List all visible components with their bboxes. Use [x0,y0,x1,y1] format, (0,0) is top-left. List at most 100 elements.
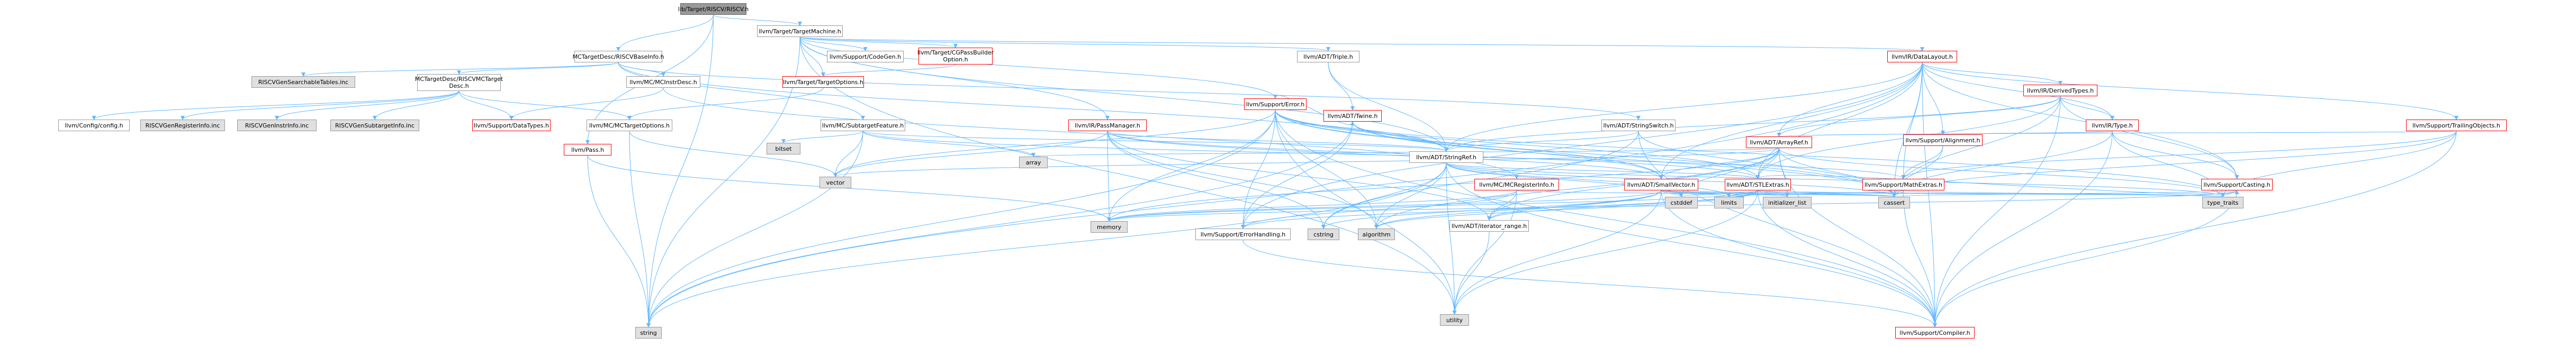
node-array: array [1019,157,1048,168]
edge-root-to-tm [713,14,802,26]
edge-datalayout-to-arrayref [1777,62,1923,137]
node-subtgtinfo[interactable]: RISCVGenSubtargetInfo.inc [330,120,419,131]
node-subtgtfeature[interactable]: llvm/MC/SubtargetFeature.h [821,120,905,131]
edge-tm-to-supporterror [799,36,1277,99]
node-errorhandling[interactable]: llvm/Support/ErrorHandling.h [1195,229,1291,240]
edge-smallvector-to-cstring [1321,190,1662,229]
edge-supporterror-to-compiler [1275,109,1937,327]
edge-mcbase-to-stringswitch [618,62,1641,120]
edge-twine-to-stringref [1352,121,1448,152]
edge-smallvector-to-memory [1107,190,1662,222]
edge-datalayout-to-smallvector [1659,62,1923,179]
node-alignment[interactable]: llvm/Support/Alignment.h [1903,134,1983,146]
node-compiler[interactable]: llvm/Support/Compiler.h [1895,327,1975,339]
node-triple[interactable]: llvm/ADT/Triple.h [1297,51,1359,62]
node-mathextras[interactable]: llvm/Support/MathExtras.h [1862,179,1944,190]
node-mctd[interactable]: MCTargetDesc/RISCVMCTarget Desc.h [415,74,503,91]
edge-mcreginfo-to-errorhandling [1241,190,1517,229]
edge-supporterror-to-twine [1275,95,1355,126]
edge-mathextras-to-limits [1727,190,1904,197]
edge-mctd-to-subtgtinfo [373,90,460,120]
edge-mcreginfo-to-iterrange [1487,190,1517,221]
node-twine[interactable]: llvm/ADT/Twine.h [1323,110,1382,122]
edge-tm-to-triple [799,36,1330,51]
node-root[interactable]: lib/Target/RISCV/RISCV.h [678,3,749,15]
edge-stringref-to-typetraits [1446,162,2225,197]
node-pass[interactable]: llvm/Pass.h [564,144,611,156]
node-stringref[interactable]: llvm/ADT/StringRef.h [1409,151,1483,163]
node-reginfo[interactable]: RISCVGenRegisterInfo.inc [140,120,225,131]
edge-supporterror-to-vector [833,109,1276,177]
node-limits: limits [1714,197,1744,208]
edge-passmanager-to-memory [1106,131,1111,222]
edge-mctd-to-reginfo [181,90,460,120]
edge-casting-to-compiler [1933,190,2237,327]
node-stlextras[interactable]: llvm/ADT/STLExtras.h [1725,179,1791,190]
node-mcreginfo[interactable]: llvm/MC/MCRegisterInfo.h [1474,179,1559,190]
edge-cgpass-to-targetopts [821,64,956,77]
node-mcinstdesc[interactable]: llvm/MC/MCInstrDesc.h [626,76,700,88]
edge-root-to-string [646,14,714,327]
edge-mctd-to-instrinfo [275,90,460,120]
edge-stringref-to-string [646,162,1447,327]
node-vector: vector [819,177,851,188]
edge-stringref-to-cstddef [1446,162,1683,197]
node-irtype[interactable]: llvm/IR/Type.h [2086,120,2139,131]
edge-stringref-to-compiler [1446,162,1937,327]
edge-arrayref-to-array [1032,148,1779,157]
node-mcbase[interactable]: MCTargetDesc/RISCVBaseInfo.h [573,51,664,62]
node-targetopts[interactable]: llvm/Target/TargetOptions.h [782,76,864,88]
edge-stringref-to-stlextras [1446,162,1760,179]
edge-datalayout-to-casting [1922,62,2239,179]
node-stringswitch[interactable]: llvm/ADT/StringSwitch.h [1601,120,1676,131]
edge-supporterror-to-typetraits [1275,109,2225,197]
node-trailing[interactable]: llvm/Support/TrailingObjects.h [2406,120,2507,131]
node-casting[interactable]: llvm/Support/Casting.h [2201,179,2273,190]
node-instrinfo[interactable]: RISCVGenInstrInfo.inc [237,120,317,131]
node-utility: utility [1440,314,1469,326]
edge-stringref-to-limits [1446,162,1731,197]
node-config[interactable]: llvm/Config/config.h [58,120,130,131]
node-searchable[interactable]: RISCVGenSearchableTables.inc [251,76,355,88]
edge-iterrange-to-utility [1452,231,1490,315]
node-datatypes[interactable]: llvm/Support/DataTypes.h [472,120,551,131]
edge-mcbase-to-stringref [618,62,1448,152]
node-typetraits: type_traits [2202,197,2244,208]
edge-pass-to-string [587,155,651,327]
node-iterrange[interactable]: llvm/ADT/iterator_range.h [1449,220,1529,232]
edge-triple-to-twine [1328,62,1355,111]
node-algorithm: algorithm [1358,229,1395,240]
edge-twine-to-cassert [1352,121,1896,197]
node-derived[interactable]: llvm/IR/DerivedTypes.h [2023,85,2097,96]
edge-datalayout-to-alignment [1922,62,1945,135]
edge-stringswitch-to-compiler [1638,131,1937,327]
edge-subtgtfeature-to-bitset [781,131,863,143]
edge-passmanager-to-cstring [1107,131,1326,229]
edge-mcinstdesc-to-datatypes [509,87,664,120]
edge-passmanager-to-smallvector [1107,131,1663,179]
node-passmanager[interactable]: llvm/IR/PassManager.h [1068,120,1147,131]
edge-supporterror-to-utility [1275,109,1457,315]
node-string: string [635,327,662,339]
node-smallvector[interactable]: llvm/ADT/SmallVector.h [1624,179,1698,190]
node-tm[interactable]: llvm/Target/TargetMachine.h [757,25,843,37]
edge-mcreginfo-to-cassert [1516,190,1896,197]
edge-datalayout-to-trailing [1922,62,2458,120]
node-arrayref[interactable]: llvm/ADT/ArrayRef.h [1746,136,1812,148]
edge-tm-to-string [646,36,800,327]
edge-smallvector-to-cassert [1661,190,1896,197]
edge-tm-to-datalayout [799,36,1924,51]
edge-subtgtfeature-to-vector [833,131,863,177]
edge-pass-to-memory [587,155,1111,222]
node-cgpass[interactable]: llvm/Target/CGPassBuilder Option.h [917,48,994,65]
node-supporterror[interactable]: llvm/Support/Error.h [1244,98,1307,110]
node-cstring: cstring [1308,229,1339,240]
edge-smallvector-to-iterrange [1487,190,1662,221]
edge-smallvector-to-utility [1452,190,1662,315]
edge-arrayref-to-stlextras [1755,148,1779,179]
node-mctargetopts[interactable]: llvm/MC/MCTargetOptions.h [587,120,672,131]
node-codegen[interactable]: llvm/Support/CodeGen.h [827,51,904,62]
node-datalayout[interactable]: llvm/IR/DataLayout.h [1887,51,1957,62]
edge-trailing-to-alignment [1942,130,2457,135]
edge-stlextras-to-compiler [1758,190,1937,327]
